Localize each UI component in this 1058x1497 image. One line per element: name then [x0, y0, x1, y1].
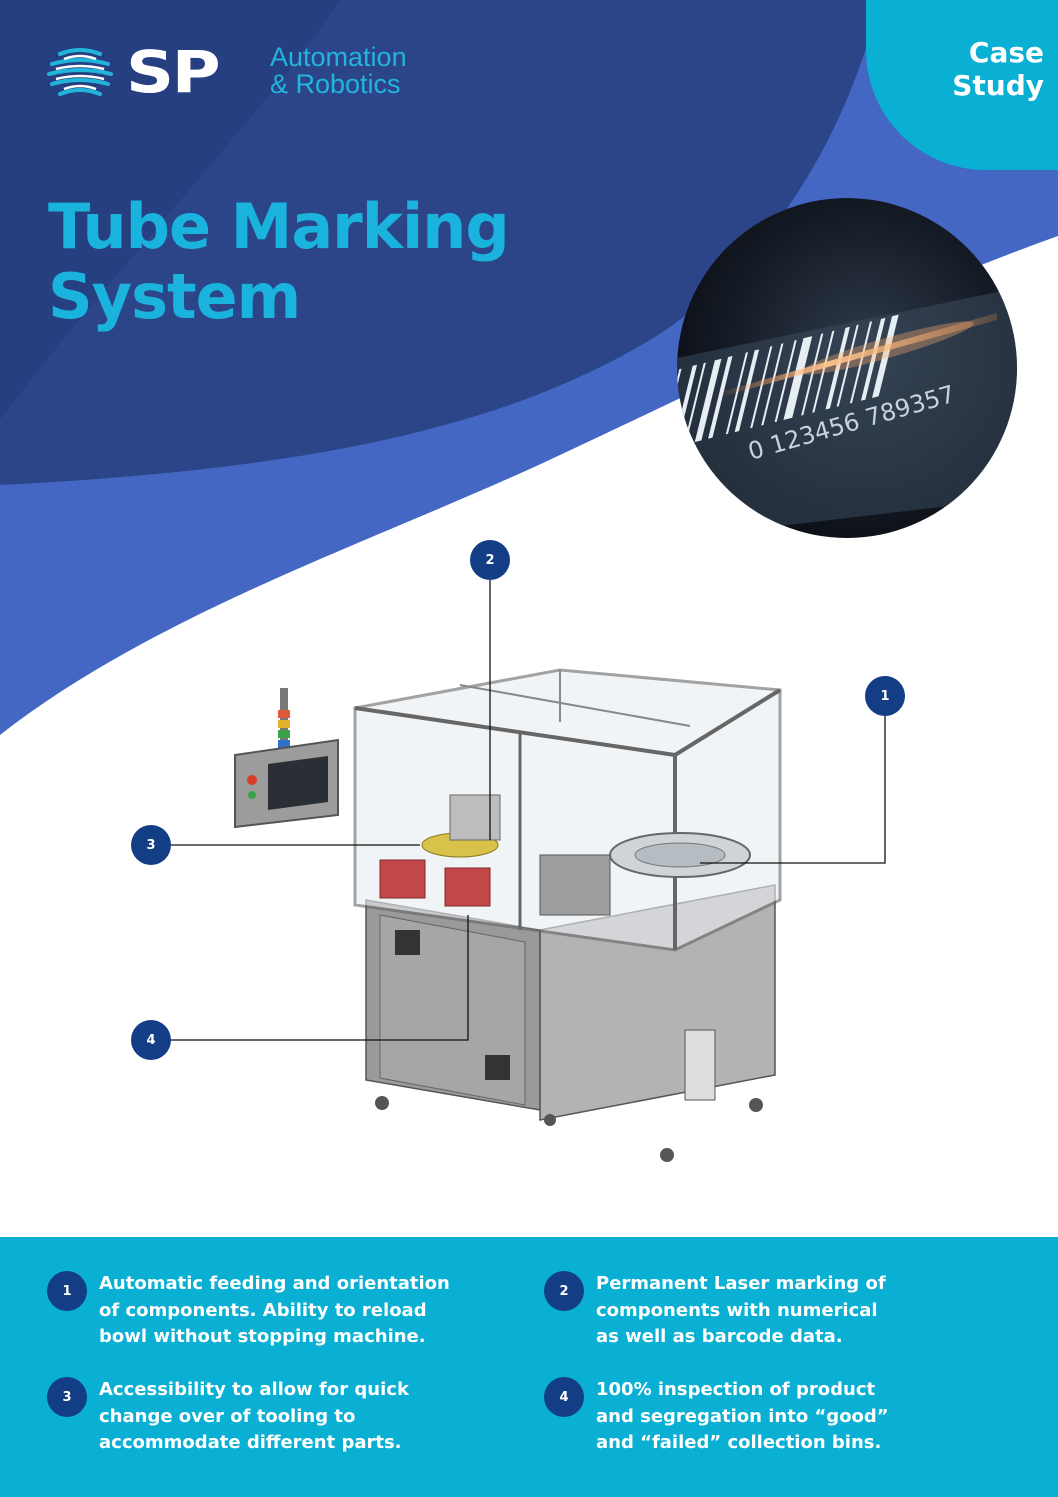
- feature-line: bowl without stopping machine.: [99, 1326, 426, 1347]
- logo-tagline: Automation & Robotics: [270, 44, 407, 98]
- feature-line: Automatic feeding and orientation: [99, 1273, 450, 1294]
- feature-item-4: 4 100% inspection of product and segrega…: [544, 1377, 976, 1457]
- feature-line: change over of tooling to: [99, 1405, 356, 1427]
- feature-text: 100% inspection of product and segregati…: [596, 1377, 976, 1457]
- globe-logo-icon: [47, 48, 113, 96]
- feature-number: 1: [47, 1271, 87, 1311]
- callout-marker-4: 4: [131, 1020, 171, 1060]
- feature-line: Accessibility to allow for quick: [99, 1379, 409, 1400]
- vent-grille-icon: [395, 930, 420, 955]
- feature-line: accommodate different parts.: [99, 1432, 402, 1453]
- feature-line: as well as barcode data.: [596, 1326, 843, 1347]
- feature-item-3: 3 Accessibility to allow for quick chang…: [47, 1377, 479, 1457]
- title-line-1: Tube Marking: [48, 190, 510, 263]
- case-study-badge: Case Study: [866, 0, 1058, 170]
- feature-number: 3: [47, 1377, 87, 1417]
- badge-line-2: Study: [952, 69, 1044, 102]
- callout-marker-2: 2: [470, 540, 510, 580]
- callout-marker-1: 1: [865, 676, 905, 716]
- feature-line: components with numerical: [596, 1299, 878, 1321]
- company-logo: SP Automation & Robotics: [46, 40, 407, 104]
- feature-line: 100% inspection of product: [596, 1379, 876, 1400]
- page-title: Tube Marking System: [48, 190, 510, 333]
- barcode-bars: [677, 314, 899, 451]
- logo-line-2: & Robotics: [270, 69, 401, 99]
- feature-text: Accessibility to allow for quick change …: [99, 1377, 479, 1457]
- feature-line: Permanent Laser marking of: [596, 1273, 886, 1294]
- feature-item-2: 2 Permanent Laser marking of components …: [544, 1271, 976, 1351]
- logo-sp: SP: [126, 38, 221, 106]
- feature-line: and segregation into “good”: [596, 1405, 889, 1427]
- title-line-2: System: [48, 260, 301, 333]
- feature-number: 2: [544, 1271, 584, 1311]
- feature-text: Automatic feeding and orientation of com…: [99, 1271, 479, 1351]
- feature-text: Permanent Laser marking of components wi…: [596, 1271, 976, 1351]
- feature-line: of components. Ability to reload: [99, 1299, 427, 1321]
- tube-marking-machine-illustration: [234, 668, 782, 1162]
- vent-grille-icon: [485, 1055, 510, 1080]
- features-panel: 1 Automatic feeding and orientation of c…: [0, 1237, 1058, 1497]
- badge-line-1: Case: [968, 36, 1044, 69]
- callout-marker-3: 3: [131, 825, 171, 865]
- feature-number: 4: [544, 1377, 584, 1417]
- logo-line-1: Automation: [270, 42, 407, 72]
- feature-item-1: 1 Automatic feeding and orientation of c…: [47, 1271, 479, 1351]
- feature-line: and “failed” collection bins.: [596, 1432, 882, 1453]
- laser-barcode-photo: 0 123456 789357: [677, 198, 1017, 538]
